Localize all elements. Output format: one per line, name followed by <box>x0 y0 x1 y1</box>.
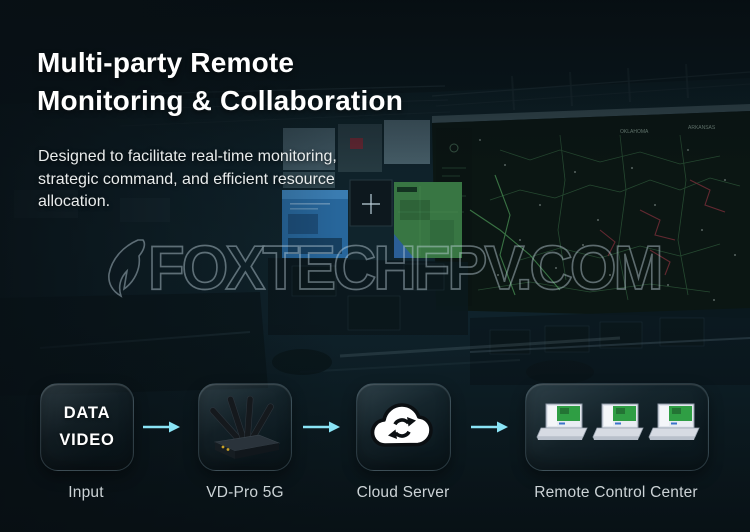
flow-card-vd-pro-5g <box>198 383 292 471</box>
laptop-icon <box>536 403 588 440</box>
video-label: VIDEO <box>59 431 115 449</box>
subtitle-line-3: allocation. <box>38 193 111 210</box>
title-line-2: Monitoring & Collaboration <box>37 85 404 116</box>
subtitle-line-2: strategic command, and efficient resourc… <box>38 170 335 188</box>
data-label: DATA <box>63 404 111 422</box>
laptops-icon <box>536 403 700 440</box>
flow-card-input: DATA VIDEO <box>40 383 134 471</box>
arrow-right-icon <box>471 421 508 433</box>
page-subtitle: Designed to facilitate real-time monitor… <box>38 146 337 214</box>
step-label-cloud-server: Cloud Server <box>356 484 450 501</box>
subtitle-line-1: Designed to facilitate real-time monitor… <box>38 148 337 165</box>
step-label-input: Input <box>68 484 104 501</box>
step-label-remote-control-center: Remote Control Center <box>534 484 698 501</box>
arrow-right-icon <box>143 421 180 433</box>
laptop-icon <box>648 403 700 440</box>
router-antennas-icon <box>209 395 281 459</box>
step-label-vd-pro-5g: VD-Pro 5G <box>206 484 284 501</box>
laptop-icon <box>592 403 644 440</box>
arrow-right-icon <box>303 421 340 433</box>
data-video-text: DATA VIDEO <box>59 400 114 454</box>
flow-card-remote-control-center <box>525 383 709 471</box>
title-line-1: Multi-party Remote <box>37 47 295 78</box>
flow-card-cloud-server <box>356 383 451 471</box>
cloud-sync-icon <box>370 403 433 447</box>
page-title: Multi-party Remote Monitoring & Collabor… <box>37 44 403 120</box>
